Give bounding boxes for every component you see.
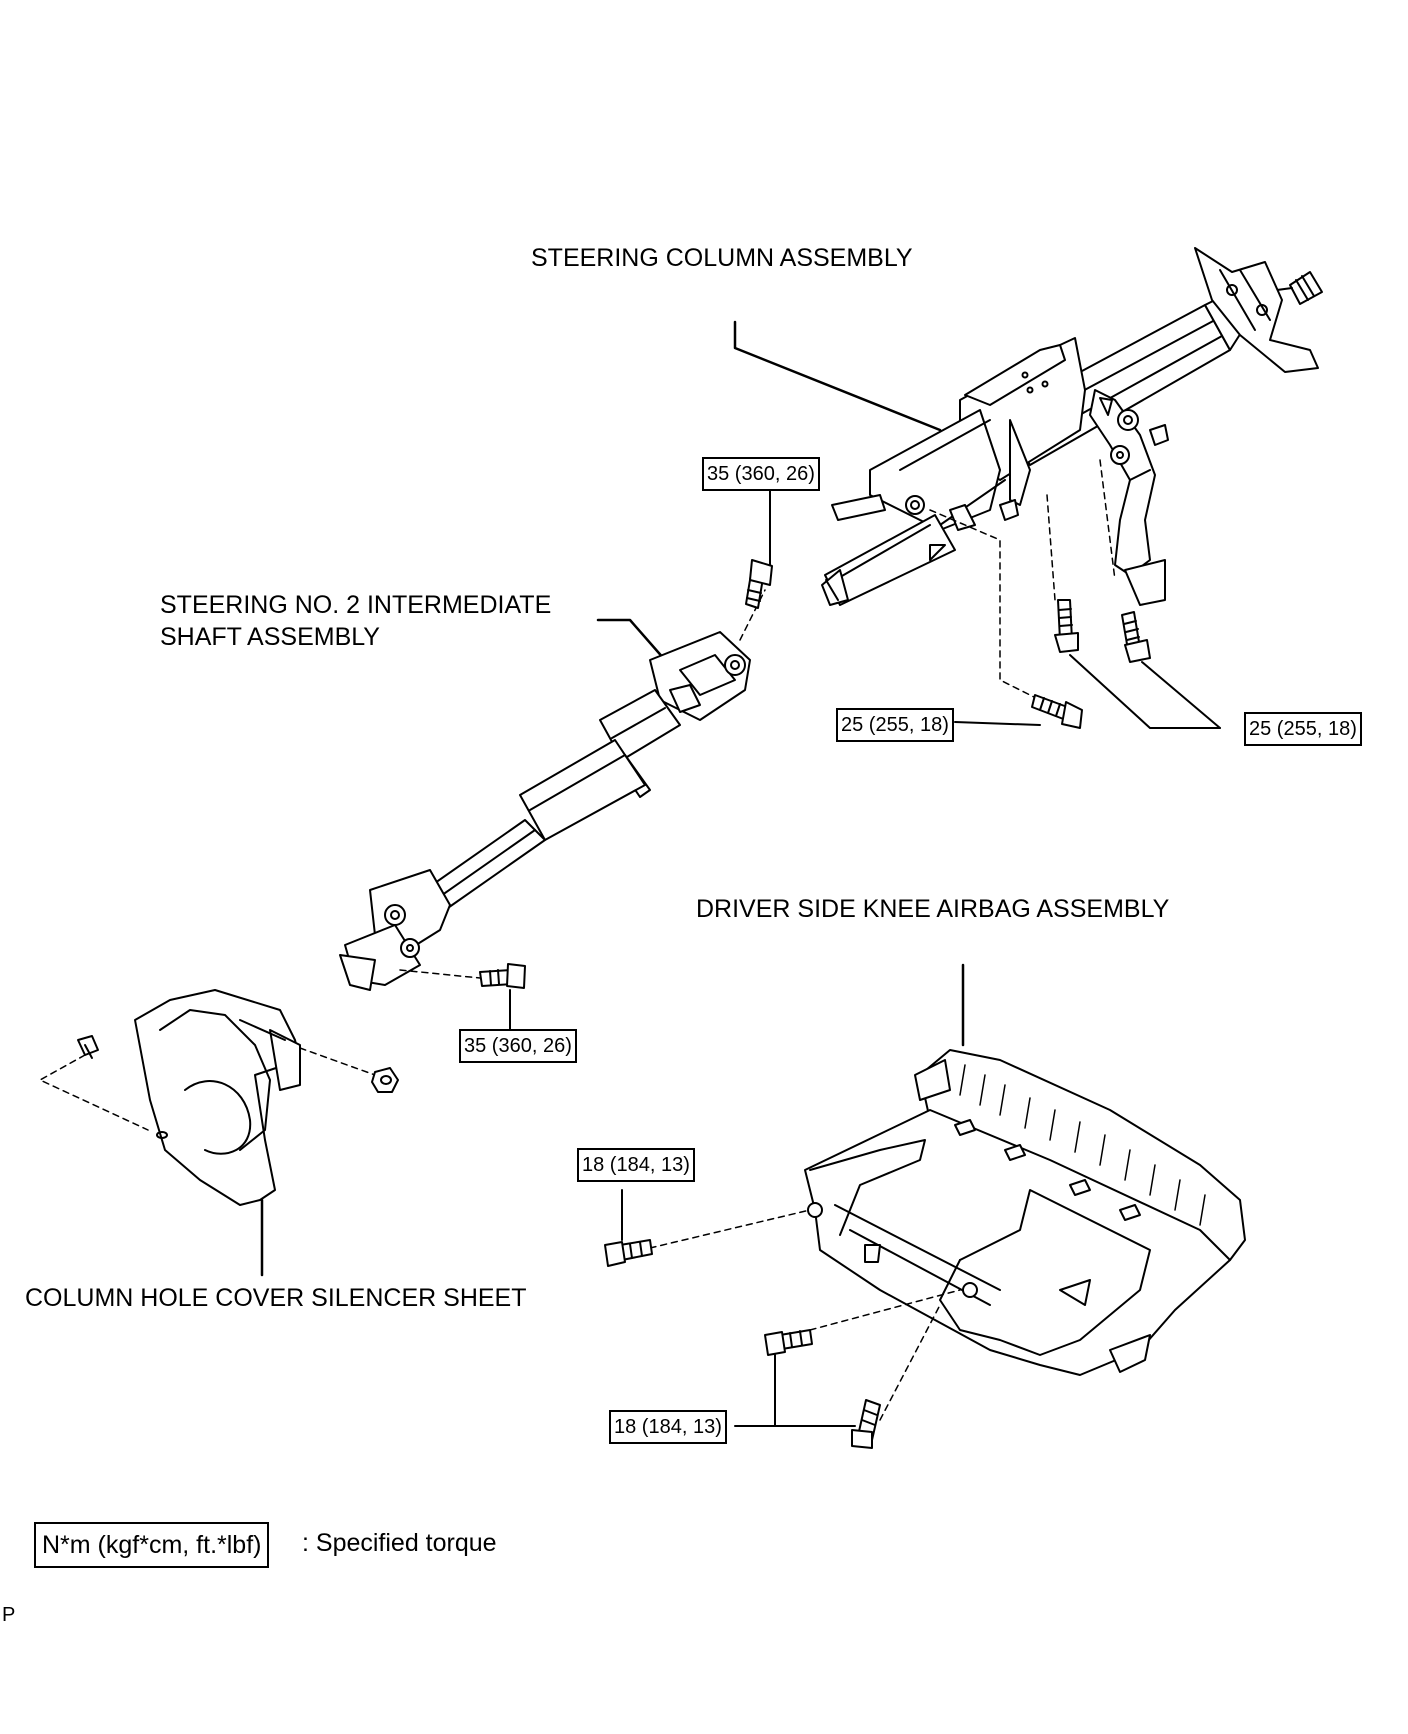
intermediate-shaft-assembly	[339, 487, 773, 1031]
column-bolt-right	[1121, 611, 1151, 663]
silencer-nut	[371, 1067, 399, 1093]
airbag-bolt-lower	[851, 1399, 881, 1449]
torque-airbag-bolts-lower: 18 (184, 13)	[609, 1410, 727, 1444]
legend-description: : Specified torque	[302, 1529, 497, 1557]
steering-column-assembly	[733, 247, 1323, 729]
silencer-sheet	[39, 989, 399, 1277]
corner-code: P	[2, 1604, 16, 1626]
knee-airbag-assembly	[604, 963, 1246, 1449]
torque-column-upper-bolt: 35 (360, 26)	[702, 457, 820, 491]
legend-torque-unit-box: N*m (kgf*cm, ft.*lbf)	[34, 1522, 270, 1568]
label-intermediate-shaft-line2: SHAFT ASSEMBLY	[160, 623, 380, 651]
torque-column-bolts-right: 25 (255, 18)	[1244, 712, 1362, 746]
airbag-bolt-middle	[764, 1329, 813, 1356]
shaft-upper-bolt	[745, 559, 773, 609]
column-bolt-center	[1054, 599, 1079, 653]
torque-airbag-bolt-upper: 18 (184, 13)	[577, 1148, 695, 1182]
label-silencer-sheet: COLUMN HOLE COVER SILENCER SHEET	[25, 1284, 527, 1312]
torque-column-bolt-left: 25 (255, 18)	[836, 708, 954, 742]
shaft-lower-bolt	[479, 963, 526, 989]
label-intermediate-shaft-line1: STEERING NO. 2 INTERMEDIATE	[160, 591, 552, 619]
silencer-clip	[77, 1035, 99, 1059]
torque-shaft-lower-bolt: 35 (360, 26)	[459, 1029, 577, 1063]
label-steering-column: STEERING COLUMN ASSEMBLY	[531, 244, 913, 272]
airbag-bolt-upper	[604, 1239, 653, 1267]
label-knee-airbag: DRIVER SIDE KNEE AIRBAG ASSEMBLY	[696, 895, 1170, 923]
column-bolt-left	[1031, 694, 1083, 729]
